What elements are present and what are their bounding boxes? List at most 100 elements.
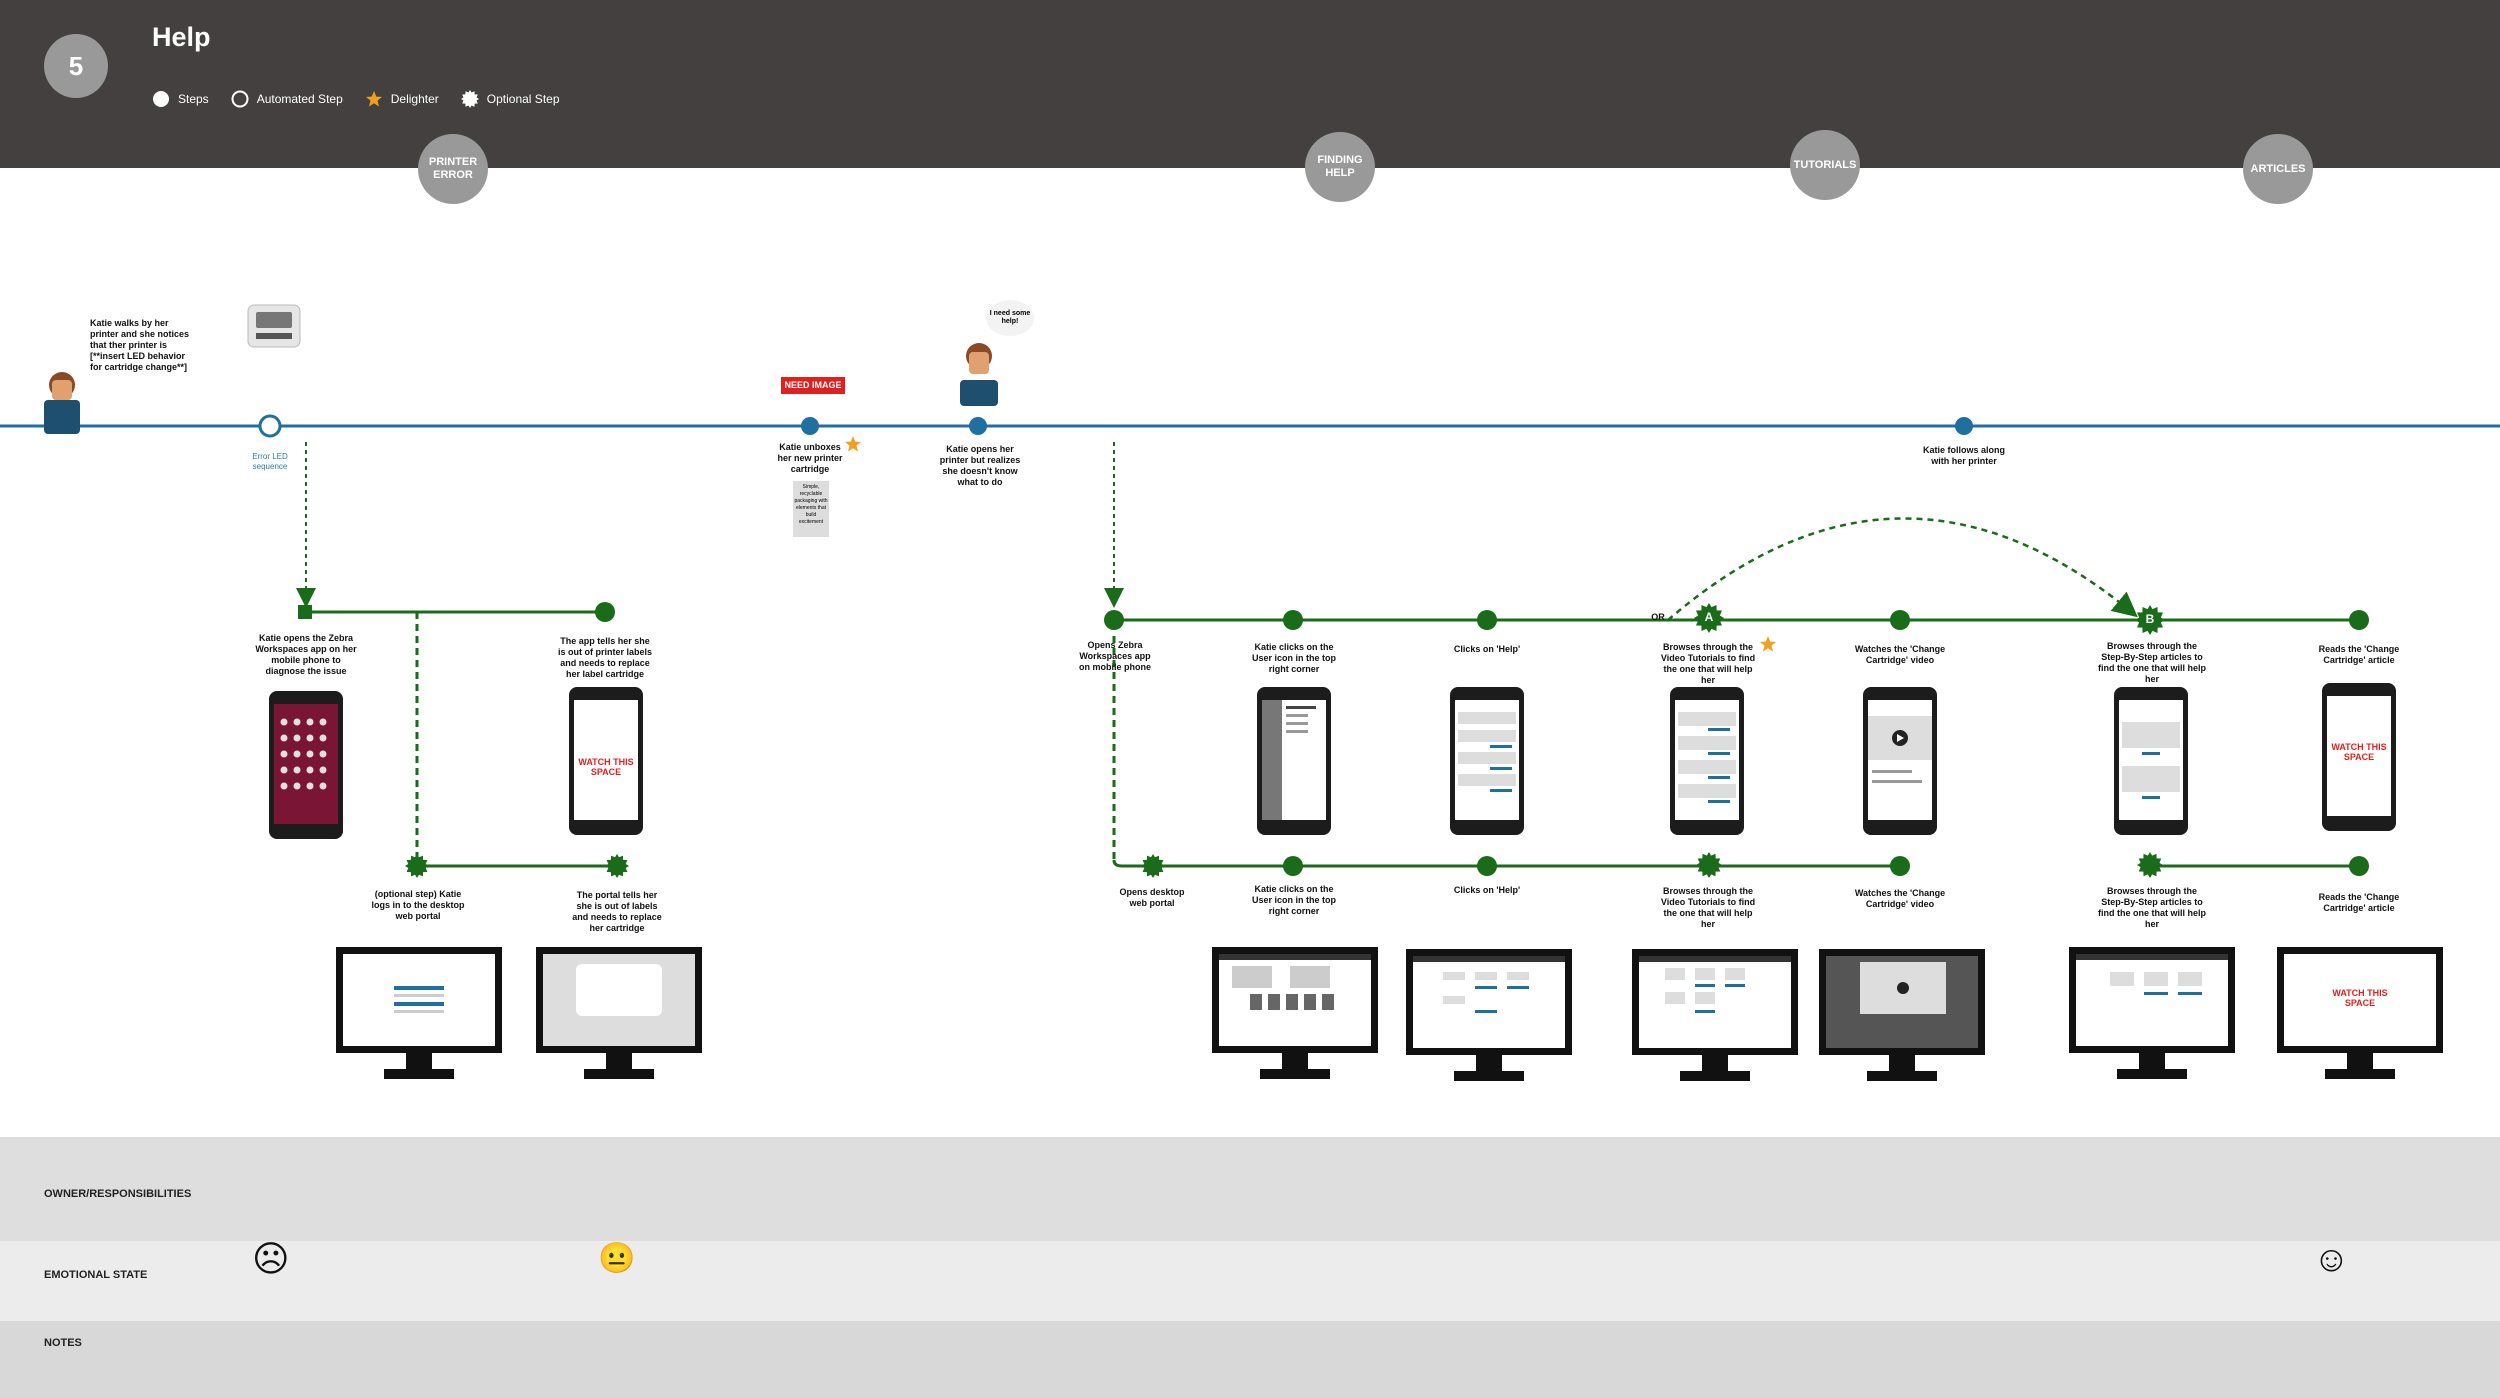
step-node [1477,856,1497,876]
filled-circle-icon [153,91,169,107]
legend-label: Steps [178,92,209,106]
desktop-step-label: Reads the 'Change Cartridge' article [2318,892,2400,913]
mobile-step-label: Katie clicks on the User icon in the top… [1251,642,1336,674]
or-branch-arc [1667,517,2138,621]
branch-a-label: A [1704,610,1714,624]
optional-step-node [2137,852,2163,878]
optional-login-label: (optional step) Katie logs in to the des… [371,889,465,921]
lane-emotional [0,1241,2500,1321]
desktop-step-label: Clicks on 'Help' [1453,885,1521,895]
unbox-label: Katie unboxes her new printer cartridge [777,442,843,474]
header-bar: 5 Help Steps Automated Step Delighter Op… [0,0,2500,168]
step-number-badge: 5 [44,34,108,98]
lane-label-notes: NOTES [44,1337,82,1349]
desktop-mockup-dashboard [1212,947,1378,1079]
desktop-mockup-video-list [1632,949,1798,1081]
legend-steps: Steps [152,90,209,108]
step-node [801,417,819,435]
stage-tutorials: TUTORIALS [1790,130,1860,200]
optional-step-node [605,854,629,878]
mobile-step-label: Reads the 'Change Cartridge' article [2318,644,2400,665]
lane-label-emotional: EMOTIONAL STATE [44,1269,148,1281]
mobile-step-label: Clicks on 'Help' [1453,644,1521,654]
step-node [969,417,987,435]
desktop-step-label: Katie clicks on the User icon in the top… [1251,884,1336,916]
stage-articles: ARTICLES [2243,134,2313,204]
legend: Steps Automated Step Delighter Optional … [152,88,582,110]
desktop-mockup-video-player [1819,949,1985,1081]
sad-face-icon: ☹ [252,1238,290,1279]
stage-printer-error: PRINTER ERROR [418,134,488,204]
legend-label: Delighter [390,92,439,106]
app-tells-label: The app tells her she is out of printer … [557,636,652,679]
persona-katie-avatar [960,343,998,406]
legend-label: Automated Step [256,92,343,106]
desktop-step-label: Opens desktop web portal [1119,887,1185,908]
or-label: OR [1651,612,1665,622]
phone-mockup-article-list [2114,687,2188,835]
desktop-step-label: Browses through the Video Tutorials to f… [1660,886,1756,929]
desktop-mockup-articles [2069,947,2235,1079]
mobile-step-label: Browses through the Step-By-Step article… [2098,641,2206,684]
need-image-tag: NEED IMAGE [781,377,845,394]
step-node [1104,610,1124,630]
phone-mockup-help [1450,687,1524,835]
step-node [595,602,615,622]
thought-bubble: I need some help! [986,300,1034,336]
step-node [1283,610,1303,630]
optional-step-node [1141,854,1165,878]
error-led-note: Error LED sequence [252,452,288,471]
phone-mockup-user-menu [1257,687,1331,835]
step-node [2349,610,2369,630]
watch-space-text: WATCH THIS SPACE [578,757,634,777]
step-node [2349,856,2369,876]
happy-face-icon: ☺ [2313,1238,2350,1279]
persona-katie-avatar [44,372,80,434]
lane-owner [0,1137,2500,1241]
legend-optional: Optional Step [460,90,560,108]
automated-step-node [258,414,282,438]
step-node [1890,610,1910,630]
desktop-mockup-help [1406,949,1572,1081]
legend-automated: Automated Step [231,90,343,108]
hollow-circle-icon [231,90,249,108]
delighter-star-icon [845,436,861,452]
journey-diagram [0,304,2500,1081]
step-node [1890,856,1910,876]
flow-start-node [298,605,312,619]
watch-space-text: WATCH THIS SPACE [2331,742,2387,762]
legend-delighter: Delighter [365,90,439,108]
lane-notes [0,1321,2500,1398]
mobile-step-label: Browses through the Video Tutorials to f… [1660,642,1756,685]
portal-tells-label: The portal tells her she is out of label… [572,890,662,933]
follows-along-label: Katie follows along with her printer [1922,445,2005,466]
desktop-step-label: Watches the 'Change Cartridge' video [1854,888,1946,909]
legend-label: Optional Step [486,92,560,106]
desktop-step-label: Browses through the Step-By-Step article… [2098,886,2206,929]
step-node [1955,417,1973,435]
gear-badge-icon [460,90,479,108]
mobile-step-label: Opens Zebra Workspaces app on mobile pho… [1079,640,1151,672]
star-icon [365,91,382,107]
opens-app-label: Katie opens the Zebra Workspaces app on … [255,633,357,676]
step-node [1283,856,1303,876]
page-title: Help [152,22,211,52]
phone-mockup-video-player [1863,687,1937,835]
optional-step-node [1696,852,1722,878]
step-node [1477,610,1497,630]
neutral-face-icon: 😐 [598,1242,636,1275]
opens-printer-label: Katie opens her printer but realizes she… [939,444,1021,487]
phone-mockup-home [269,691,343,839]
delighter-star-icon [1760,636,1776,652]
lane-label-owner: OWNER/RESPONSIBILITIES [44,1188,192,1200]
branch-b-label: B [2145,612,2155,626]
desktop-mockup-placeholder [2277,947,2443,1079]
sticky-note: Simple, recyclable packaging with elemen… [793,481,829,537]
printer-image [247,304,301,348]
stage-finding-help: FINDING HELP [1305,132,1375,202]
watch-space-text: WATCH THIS SPACE [2332,988,2388,1008]
intro-note: Katie walks by her printer and she notic… [90,318,190,372]
desktop-mockup-login [336,947,502,1079]
desktop-mockup-portal-message [536,947,702,1079]
mobile-step-label: Watches the 'Change Cartridge' video [1854,644,1946,665]
